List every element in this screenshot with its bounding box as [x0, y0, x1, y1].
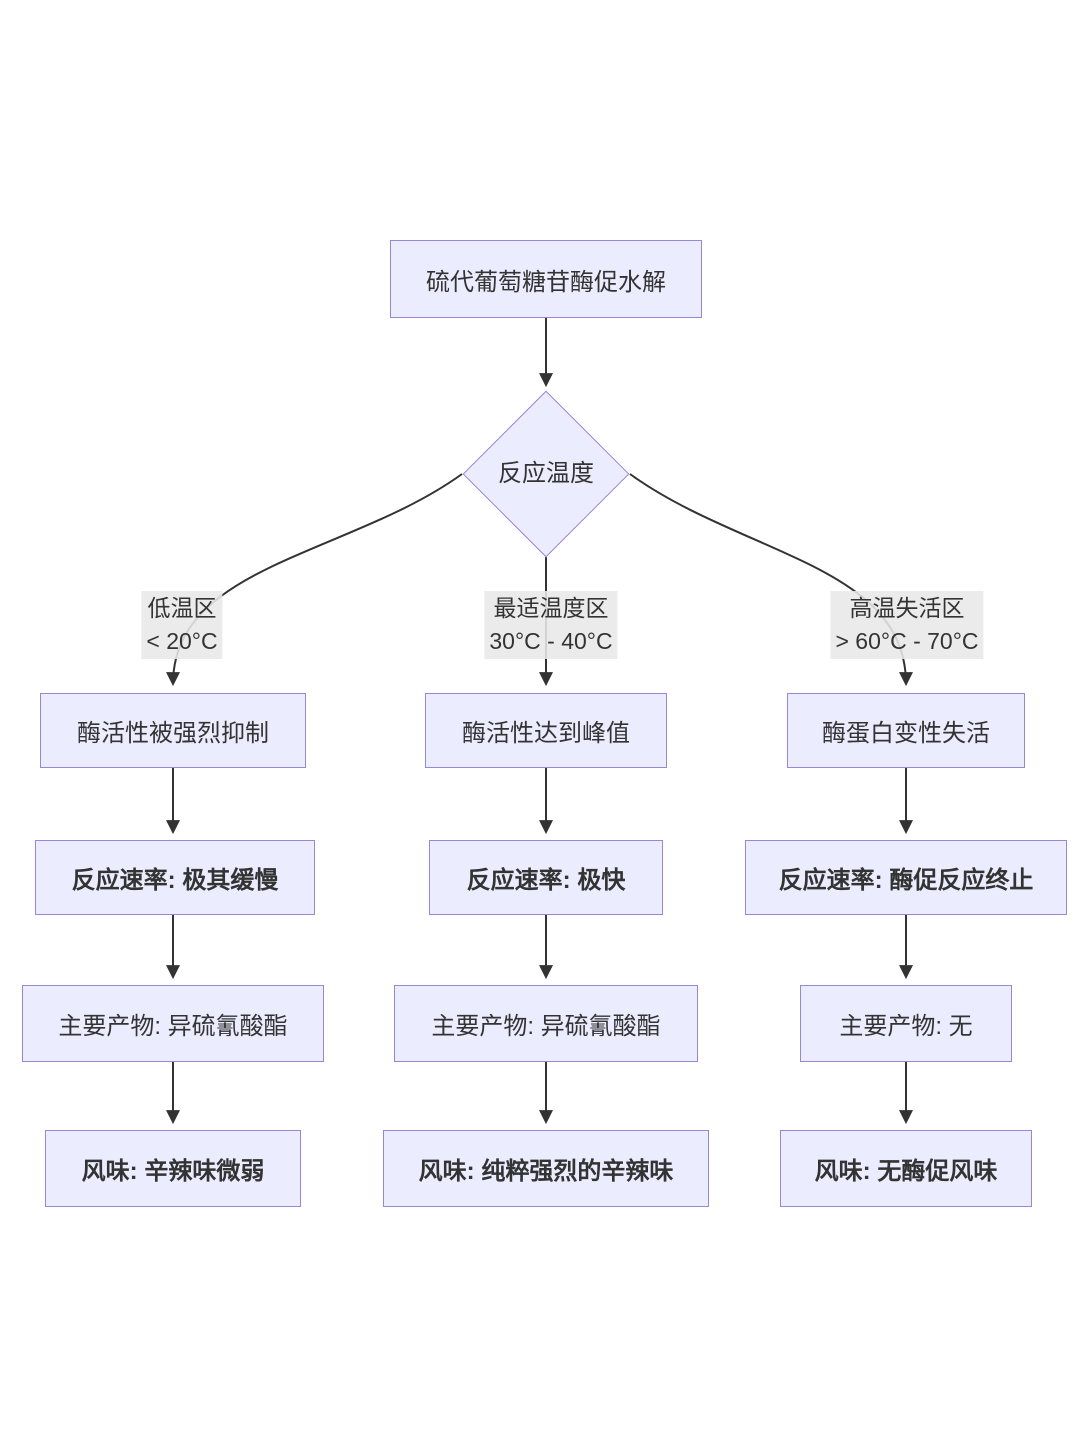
node-optimal-rate: 反应速率: 极快 [429, 840, 663, 915]
node-optimal-activity: 酶活性达到峰值 [425, 693, 667, 768]
decision-label: 反应温度 [498, 460, 594, 487]
node-low-rate: 反应速率: 极其缓慢 [35, 840, 315, 915]
edge-label-line: 高温失活区 [849, 595, 965, 621]
node-low-activity: 酶活性被强烈抑制 [40, 693, 306, 768]
edge-label-line: 30°C - 40°C [489, 628, 613, 654]
node-low-product: 主要产物: 异硫氰酸酯 [22, 985, 324, 1062]
node-high-product: 主要产物: 无 [800, 985, 1012, 1062]
edge-label-high-temp: 高温失活区 > 60°C - 70°C [830, 591, 984, 659]
node-root: 硫代葡萄糖苷酶促水解 [390, 240, 702, 318]
edge-label-line: > 60°C - 70°C [835, 628, 979, 654]
node-high-activity: 酶蛋白变性失活 [787, 693, 1025, 768]
edge-label-line: 低温区 [147, 595, 217, 621]
node-optimal-flavor: 风味: 纯粹强烈的辛辣味 [383, 1130, 709, 1207]
edge-label-low-temp: 低温区 < 20°C [141, 591, 223, 659]
edge-label-optimal-temp: 最适温度区 30°C - 40°C [484, 591, 618, 659]
node-optimal-product: 主要产物: 异硫氰酸酯 [394, 985, 698, 1062]
edge-label-line: 最适温度区 [493, 595, 609, 621]
edge-label-line: < 20°C [146, 628, 218, 654]
node-high-rate: 反应速率: 酶促反应终止 [745, 840, 1067, 915]
node-high-flavor: 风味: 无酶促风味 [780, 1130, 1032, 1207]
node-low-flavor: 风味: 辛辣味微弱 [45, 1130, 301, 1207]
